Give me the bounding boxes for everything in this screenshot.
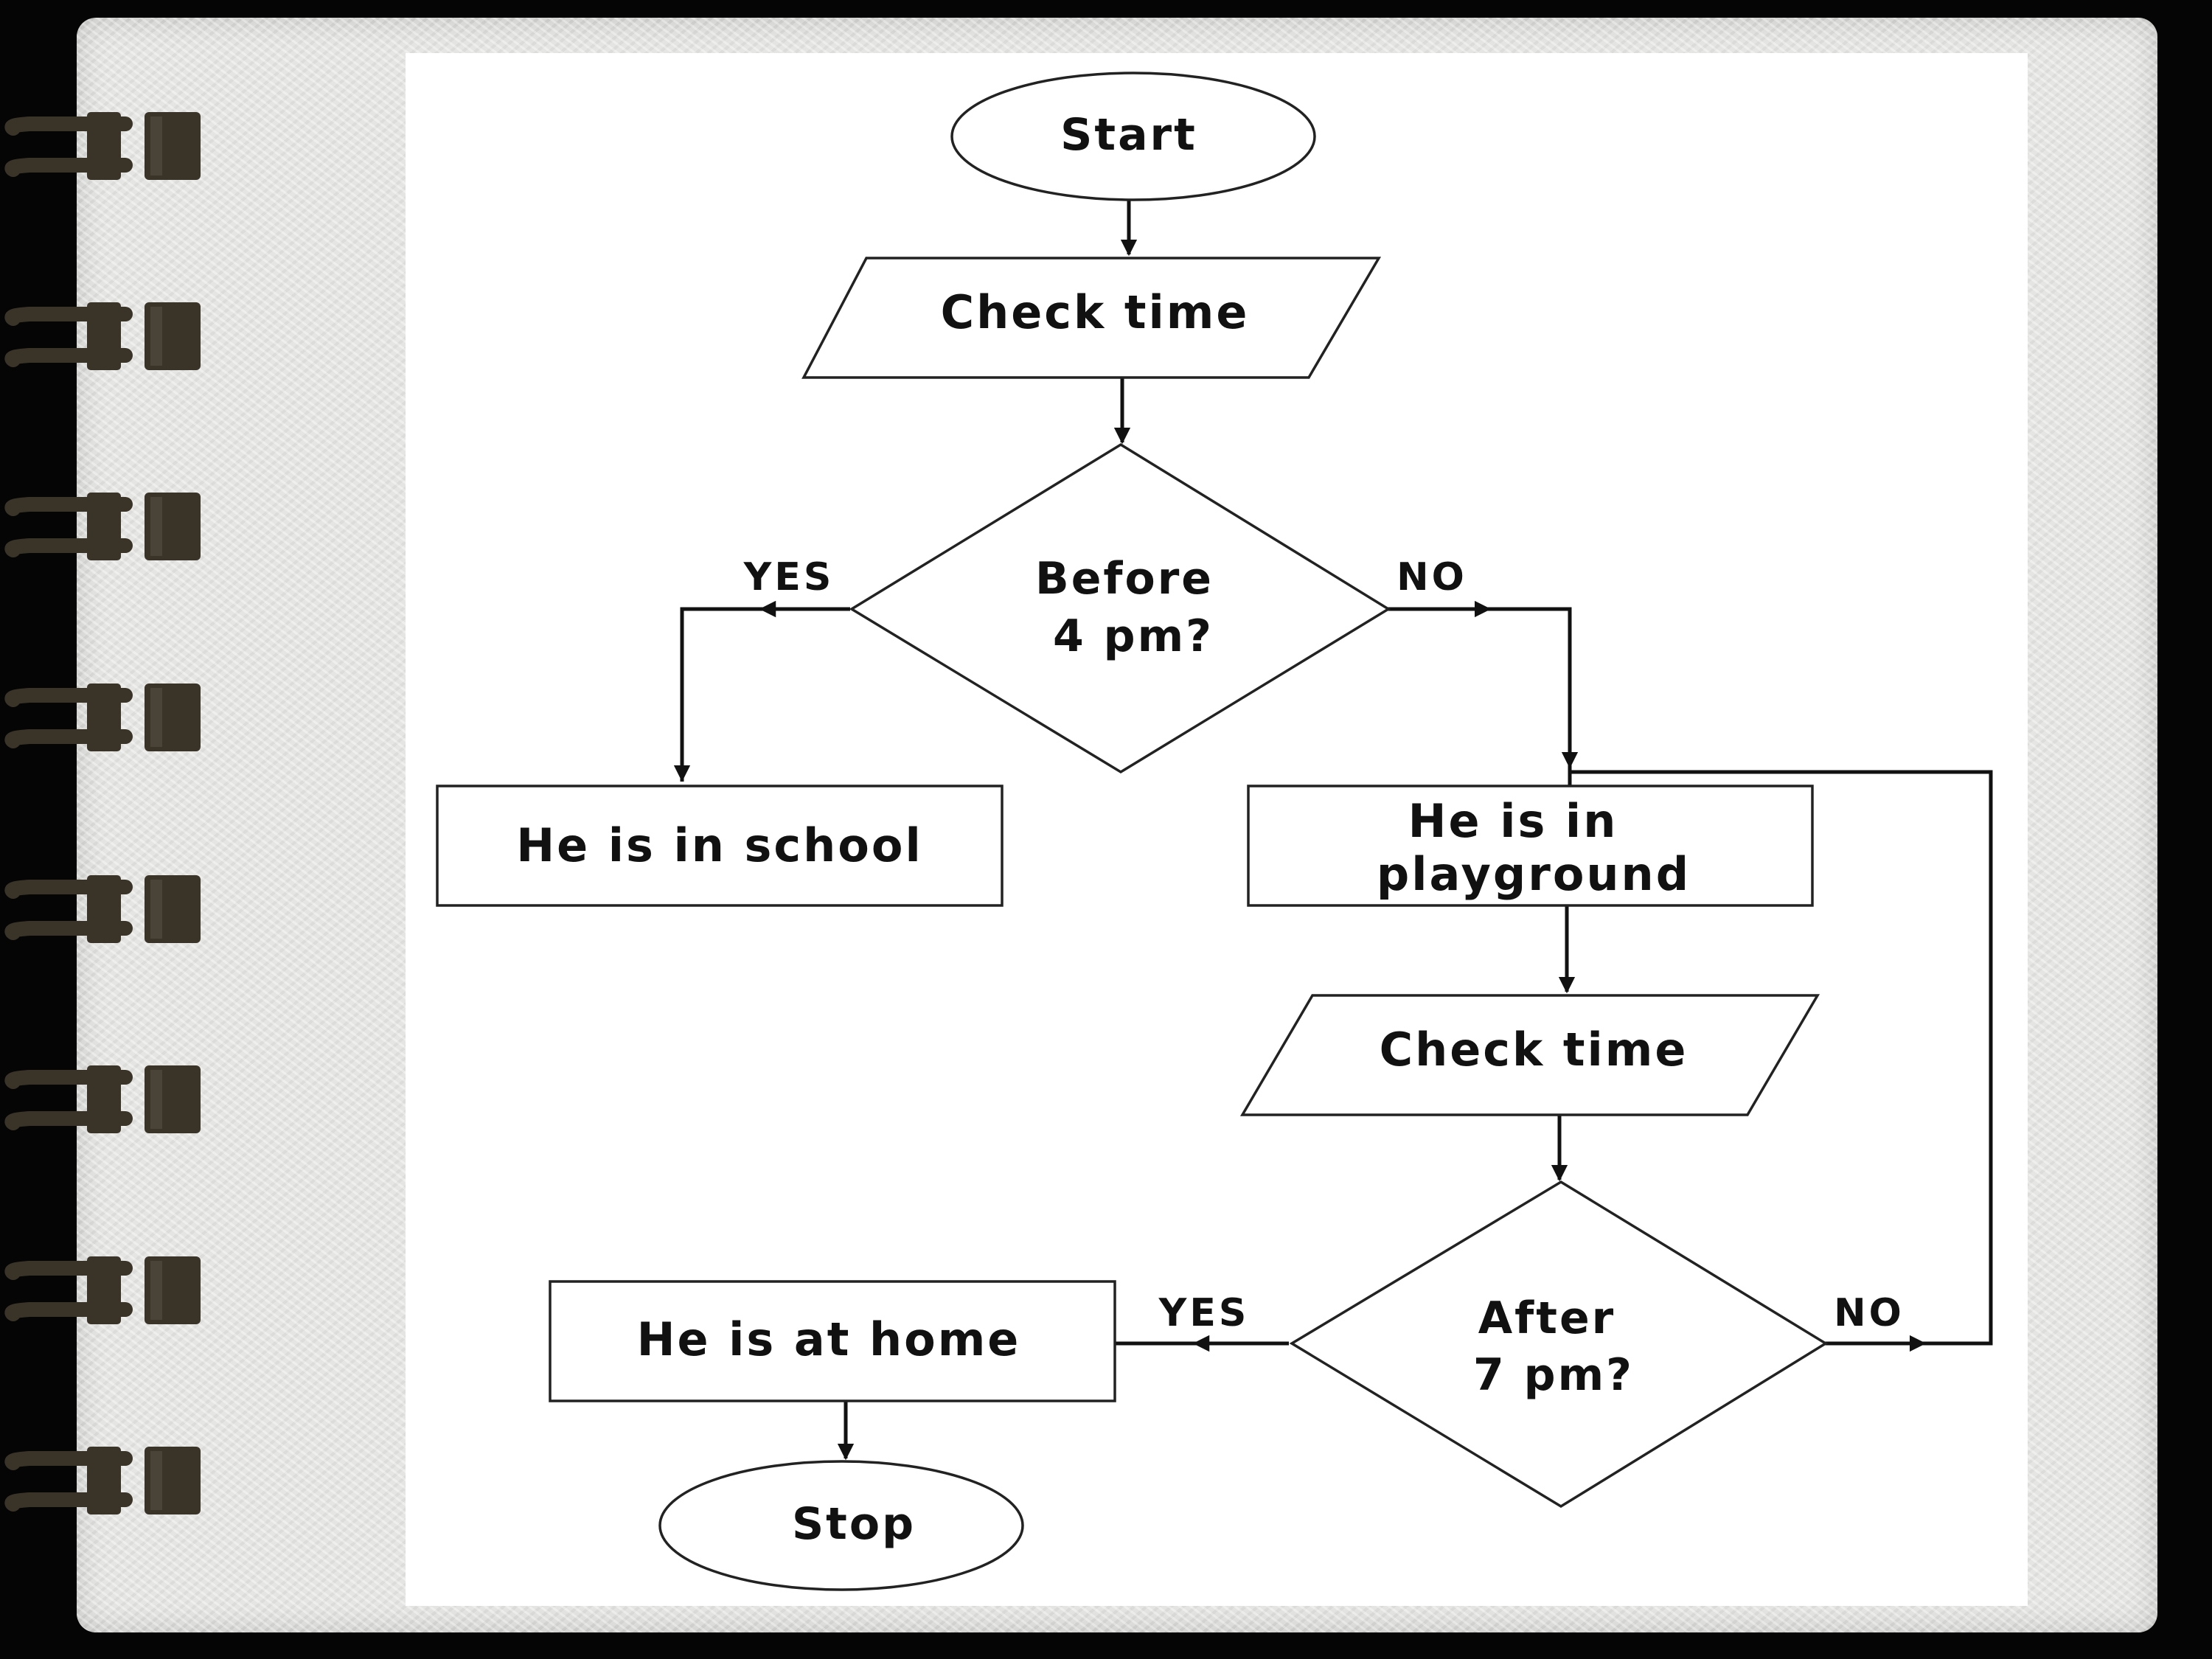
node-labels: Start Check time Before 4 pm? YES NO He …	[516, 109, 1905, 1550]
stop-label: Stop	[792, 1498, 916, 1550]
decision-2-line2: 7 pm?	[1473, 1349, 1634, 1401]
decision-before-4pm	[849, 442, 1391, 774]
stop-terminal	[658, 1460, 1024, 1591]
binding-ring	[4, 1256, 201, 1324]
check-time-1-label: Check time	[941, 285, 1250, 339]
check-time-2-label: Check time	[1380, 1023, 1688, 1077]
check-time-2-io	[1239, 994, 1820, 1116]
decision-1-line2: 4 pm?	[1053, 611, 1214, 662]
school-label: He is in school	[516, 818, 922, 872]
home-label: He is at home	[637, 1312, 1021, 1366]
connectors	[673, 199, 1993, 1461]
binding-ring	[4, 1447, 201, 1514]
decision-2-no-label: NO	[1834, 1291, 1905, 1335]
binding-ring	[4, 1065, 201, 1133]
playground-line2: playground	[1377, 847, 1691, 901]
school-process	[436, 785, 1004, 907]
start-terminal	[950, 72, 1316, 201]
binding-ring	[4, 493, 201, 560]
decision-1-no-label: NO	[1397, 555, 1467, 599]
decision-2-line1: After	[1478, 1293, 1616, 1344]
connector-decision1-yes	[680, 607, 850, 782]
decision-after-7pm	[1289, 1180, 1829, 1509]
decision-1-line1: Before	[1035, 553, 1214, 605]
binding-ring	[4, 684, 201, 751]
binding-ring	[4, 112, 201, 180]
playground-process	[1247, 785, 1814, 907]
decision-1-yes-label: YES	[743, 555, 835, 599]
decision-2-yes-label: YES	[1158, 1291, 1250, 1335]
connector-decision1-no	[1386, 607, 1572, 786]
playground-line1: He is in	[1408, 794, 1618, 848]
home-process	[549, 1280, 1116, 1402]
check-time-1-io	[801, 257, 1382, 379]
binding-ring	[4, 875, 201, 943]
binding-ring	[4, 302, 201, 370]
shapes	[436, 72, 1829, 1591]
start-label: Start	[1060, 109, 1197, 161]
